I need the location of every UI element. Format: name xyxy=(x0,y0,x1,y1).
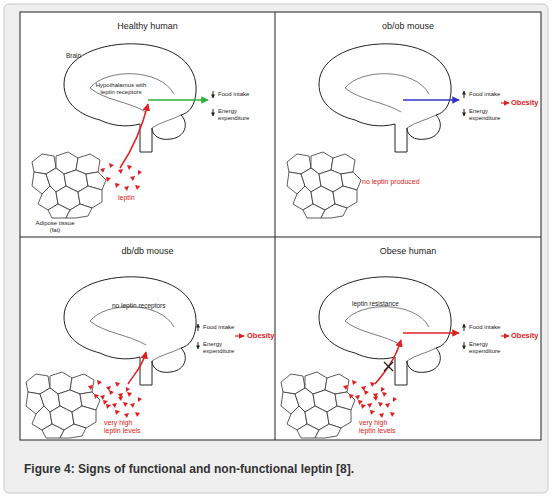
adipose-cells xyxy=(26,372,100,438)
panel: ob/ob mouse xyxy=(275,12,541,237)
leptin-molecules xyxy=(355,390,397,418)
figure-frame xyxy=(4,4,548,493)
panel-divider xyxy=(20,237,541,238)
effect-label: Energy expenditure xyxy=(218,108,254,122)
panel-title: db/db mouse xyxy=(20,237,275,257)
brain-drawing xyxy=(319,44,451,152)
brain-drawing xyxy=(319,277,451,385)
effect-label: Food intake xyxy=(469,91,500,98)
effect-label: Energy expenditure xyxy=(469,341,505,355)
panel-frame xyxy=(20,12,541,440)
decrease-arrow xyxy=(198,342,199,349)
part-label: no leptin receptors xyxy=(112,302,165,309)
panel: Healthy human xyxy=(20,12,275,237)
figure-caption: Figure 4: Signs of functional and non-fu… xyxy=(24,462,354,476)
hormone-label: leptin xyxy=(118,194,135,202)
effect-label: Energy expenditure xyxy=(469,108,505,122)
part-label: Hypothalamus with leptin receptors xyxy=(90,82,152,96)
leptin-arrow xyxy=(375,340,401,384)
adipose-cells xyxy=(287,152,361,218)
signal-arrow xyxy=(403,332,459,334)
panel: Obese human xyxy=(275,237,541,440)
outcome-label: Obesity xyxy=(511,99,539,108)
leptin-molecules xyxy=(100,390,142,418)
decrease-arrow xyxy=(464,109,465,116)
signal-arrow xyxy=(148,99,208,101)
part-label: Adipose tissue (fat) xyxy=(30,220,80,234)
decrease-arrow xyxy=(213,109,214,116)
leptin-molecules xyxy=(343,380,385,408)
decrease-arrow xyxy=(464,342,465,349)
panel-title: ob/ob mouse xyxy=(275,12,541,32)
hormone-label: no leptin produced xyxy=(362,178,420,186)
increase-arrow xyxy=(464,91,465,98)
hormone-label: very high leptin levels xyxy=(359,419,403,435)
panel-title: Obese human xyxy=(275,237,541,257)
outcome-label: Obesity xyxy=(247,332,275,341)
panel: db/db mouse xyxy=(20,237,275,440)
signal-arrow xyxy=(403,99,459,101)
effect-label: Food intake xyxy=(218,91,249,98)
effect-label: Energy expenditure xyxy=(203,341,239,355)
panel-title: Healthy human xyxy=(20,12,275,32)
result-arrow xyxy=(501,335,509,336)
result-arrow xyxy=(501,102,509,103)
leptin-arrow xyxy=(128,352,146,384)
panel-divider xyxy=(275,12,276,440)
outcome-label: Obesity xyxy=(511,332,539,341)
leptin-arrow xyxy=(120,104,148,168)
effect-label: Food intake xyxy=(203,324,234,331)
hormone-label: very high leptin levels xyxy=(104,419,148,435)
effect-label: Food intake xyxy=(469,324,500,331)
brain-drawing xyxy=(64,44,196,152)
decrease-arrow xyxy=(213,91,214,98)
block-cross xyxy=(384,362,393,371)
increase-arrow xyxy=(464,324,465,331)
part-label: Brain xyxy=(66,52,81,59)
part-label: leptin resistance xyxy=(352,300,399,307)
leptin-molecules xyxy=(88,380,130,408)
adipose-cells xyxy=(281,372,355,438)
brain-drawing xyxy=(64,277,196,385)
increase-arrow xyxy=(198,324,199,331)
result-arrow xyxy=(235,335,244,336)
adipose-cells xyxy=(32,152,106,218)
